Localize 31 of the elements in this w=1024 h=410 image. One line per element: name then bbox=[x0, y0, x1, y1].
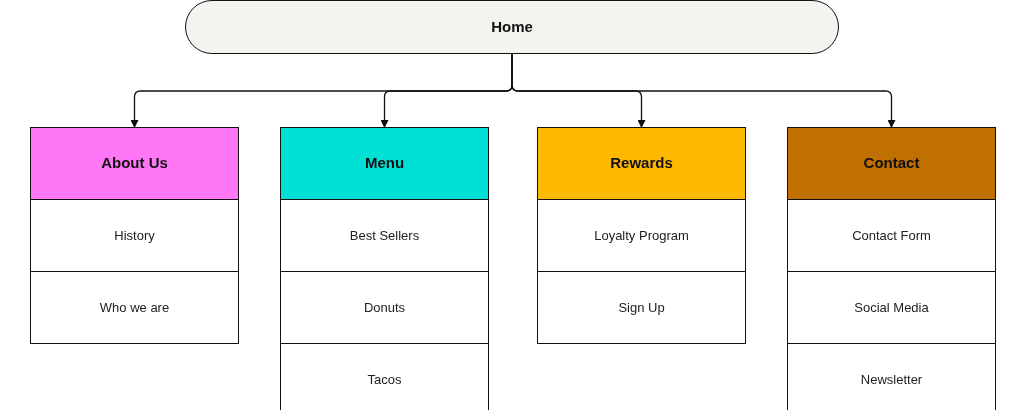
page-label: Sign Up bbox=[618, 298, 665, 317]
section-title: Home bbox=[491, 16, 533, 37]
page-box bbox=[30, 199, 239, 272]
page-box bbox=[787, 343, 996, 410]
page-label: Donuts bbox=[363, 298, 406, 317]
page-label: Best Sellers bbox=[349, 226, 420, 245]
page-label: Who we are bbox=[99, 298, 170, 317]
page-box bbox=[537, 271, 746, 344]
section-title: Contact bbox=[863, 153, 920, 174]
page-box bbox=[537, 199, 746, 272]
page-box bbox=[787, 271, 996, 344]
section-header-box bbox=[787, 127, 996, 200]
page-box bbox=[280, 343, 489, 410]
page-box bbox=[280, 199, 489, 272]
section-title: About Us bbox=[101, 153, 168, 174]
home-pill bbox=[185, 0, 839, 54]
page-box bbox=[30, 271, 239, 344]
page-label: Social Media bbox=[854, 298, 929, 317]
section-title: Menu bbox=[364, 153, 405, 174]
page-label: Tacos bbox=[367, 370, 402, 389]
section-header-box bbox=[537, 127, 746, 200]
section-header-box bbox=[30, 127, 239, 200]
page-label: History bbox=[114, 226, 155, 245]
page-label: Loyalty Program bbox=[594, 226, 689, 245]
page-box bbox=[787, 199, 996, 272]
connector-arrow bbox=[511, 53, 896, 128]
page-label: Newsletter bbox=[860, 370, 923, 389]
page-box bbox=[280, 271, 489, 344]
page-label: Contact Form bbox=[852, 226, 931, 245]
section-title: Rewards bbox=[610, 153, 673, 174]
section-header-box bbox=[280, 127, 489, 200]
